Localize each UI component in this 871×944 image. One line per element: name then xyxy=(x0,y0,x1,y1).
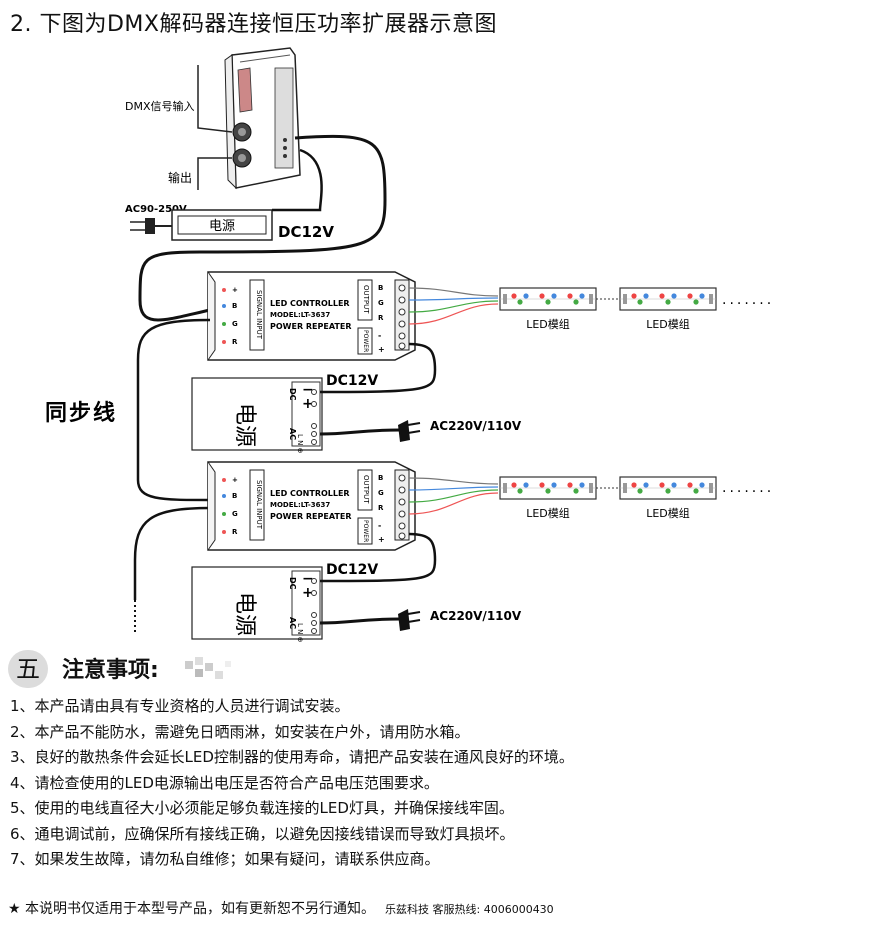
psu-2-ac: AC xyxy=(288,617,297,629)
controller-1-line1: LED CONTROLLER xyxy=(270,299,350,308)
sync-line-label: 同步线 xyxy=(45,400,117,426)
led-strip-2b xyxy=(619,476,717,500)
dmx-input-label: DMX信号输入 xyxy=(125,99,195,113)
output-label-1: OUTPUT xyxy=(362,285,370,314)
svg-text:G: G xyxy=(378,489,384,497)
output-wires-2 xyxy=(408,477,499,515)
svg-text:G: G xyxy=(378,299,384,307)
ac-range-label: AC90-250V xyxy=(125,204,187,215)
note-item: 7、如果发生故障，请勿私自维修；如果有疑问，请联系供应商。 xyxy=(10,850,440,868)
led-strip-1a xyxy=(499,287,597,311)
psu-2-lne: L N ⊕ xyxy=(296,623,304,642)
svg-text:G: G xyxy=(232,320,238,328)
svg-text:R: R xyxy=(232,528,238,536)
dmx-decoder xyxy=(224,47,301,190)
ac-label-1: AC220V/110V xyxy=(430,419,522,433)
note-item: 5、使用的电线直径大小必须能足够负载连接的LED灯具，并确保接线牢固。 xyxy=(10,799,514,817)
continuation-dots-1: ....... xyxy=(722,292,774,308)
psu-1-dc-label: DC12V xyxy=(326,373,378,389)
controller-1-line3: POWER REPEATER xyxy=(270,322,352,331)
psu-2-dc-label: DC12V xyxy=(326,562,378,578)
output-label: 输出 xyxy=(168,170,192,185)
output-label-2: OUTPUT xyxy=(362,475,370,504)
svg-text:+: + xyxy=(232,286,238,294)
section-number-badge: 五 xyxy=(8,650,48,688)
svg-text:−: − xyxy=(302,382,314,398)
led-strip-1b xyxy=(619,287,717,311)
pixel-decoration xyxy=(185,657,231,679)
plug-icon xyxy=(130,218,172,234)
power-label-1: POWER xyxy=(362,330,369,352)
psu-1-lne: L N ⊕ xyxy=(296,434,304,453)
output-wires-1 xyxy=(408,287,499,325)
ac-plug-icon-1 xyxy=(398,420,421,442)
note-item: 4、请检查使用的LED电源输出电压是否符合产品电压范围要求。 xyxy=(10,773,439,792)
decoder-dc-label: DC12V xyxy=(278,223,334,241)
footer-hotline: 乐兹科技 客服热线: 4006000430 xyxy=(385,903,554,916)
svg-text:B: B xyxy=(232,302,237,310)
note-item: 2、本产品不能防水，需避免日晒雨淋，如安装在户外，请用防水箱。 xyxy=(10,722,470,741)
psu-2-dc: DC xyxy=(288,577,297,590)
svg-text:+: + xyxy=(302,585,314,601)
svg-text:−: − xyxy=(302,571,314,587)
svg-text:-: - xyxy=(378,521,381,530)
svg-text:-: - xyxy=(378,331,381,340)
notes-section-title: 注意事项: xyxy=(62,658,159,683)
notes-list: 1、本产品请由具有专业资格的人员进行调试安装。 2、本产品不能防水，需避免日晒雨… xyxy=(10,694,574,873)
led-module-label-1a: LED模组 xyxy=(526,317,570,331)
page-title: 2. 下图为DMX解码器连接恒压功率扩展器示意图 xyxy=(10,12,497,37)
ac-label-2: AC220V/110V xyxy=(430,609,522,623)
svg-text:+: + xyxy=(302,396,314,412)
led-module-label-2a: LED模组 xyxy=(526,506,570,520)
psu-2-label: 电源 xyxy=(232,592,257,636)
led-module-label-2b: LED模组 xyxy=(646,506,690,520)
footer: ★ 本说明书仅适用于本型号产品，如有更新恕不另行通知。乐兹科技 客服热线: 40… xyxy=(8,898,554,918)
signal-input-label: SIGNAL INPUT xyxy=(255,290,263,340)
led-strip-2a xyxy=(499,476,597,500)
power-label-2: POWER xyxy=(362,520,369,542)
note-item: 3、良好的散热条件会延长LED控制器的使用寿命，请把产品安装在通风良好的环境。 xyxy=(10,748,574,766)
psu-1-label: 电源 xyxy=(232,403,257,447)
svg-text:R: R xyxy=(378,504,384,512)
svg-text:B: B xyxy=(232,492,237,500)
controller-2-line1: LED CONTROLLER xyxy=(270,489,350,498)
svg-text:+: + xyxy=(378,535,385,544)
decoder-psu-label: 电源 xyxy=(209,219,235,234)
psu-2: 电源 DC − + AC L N ⊕ xyxy=(191,566,323,642)
note-item: 1、本产品请由具有专业资格的人员进行调试安装。 xyxy=(10,697,350,715)
controller-1: SIGNAL INPUT LED CONTROLLER MODEL:LT-363… xyxy=(207,271,416,361)
svg-text:B: B xyxy=(378,284,383,292)
svg-text:+: + xyxy=(232,476,238,484)
footer-notice: ★ 本说明书仅适用于本型号产品，如有更新恕不另行通知。 xyxy=(8,901,375,917)
ac-plug-icon-2 xyxy=(398,609,421,631)
svg-text:+: + xyxy=(378,345,385,354)
svg-text:G: G xyxy=(232,510,238,518)
svg-text:R: R xyxy=(232,338,238,346)
psu-1-ac: AC xyxy=(288,428,297,440)
psu-1: 电源 DC − + AC L N ⊕ xyxy=(191,377,323,453)
svg-text:R: R xyxy=(378,314,384,322)
controller-2-line2: MODEL:LT-3637 xyxy=(270,501,330,509)
signal-input-label-2: SIGNAL INPUT xyxy=(255,480,263,530)
note-item: 6、通电调试前，应确保所有接线正确，以避免因接线错误而导致灯具损坏。 xyxy=(10,824,515,843)
continuation-dots-2: ....... xyxy=(722,480,774,496)
svg-text:B: B xyxy=(378,474,383,482)
psu-1-dc: DC xyxy=(288,388,297,401)
controller-2-line3: POWER REPEATER xyxy=(270,512,352,521)
controller-2: SIGNAL INPUT LED CONTROLLER MODEL:LT-363… xyxy=(207,461,416,551)
controller-1-line2: MODEL:LT-3637 xyxy=(270,311,330,319)
led-module-label-1b: LED模组 xyxy=(646,317,690,331)
